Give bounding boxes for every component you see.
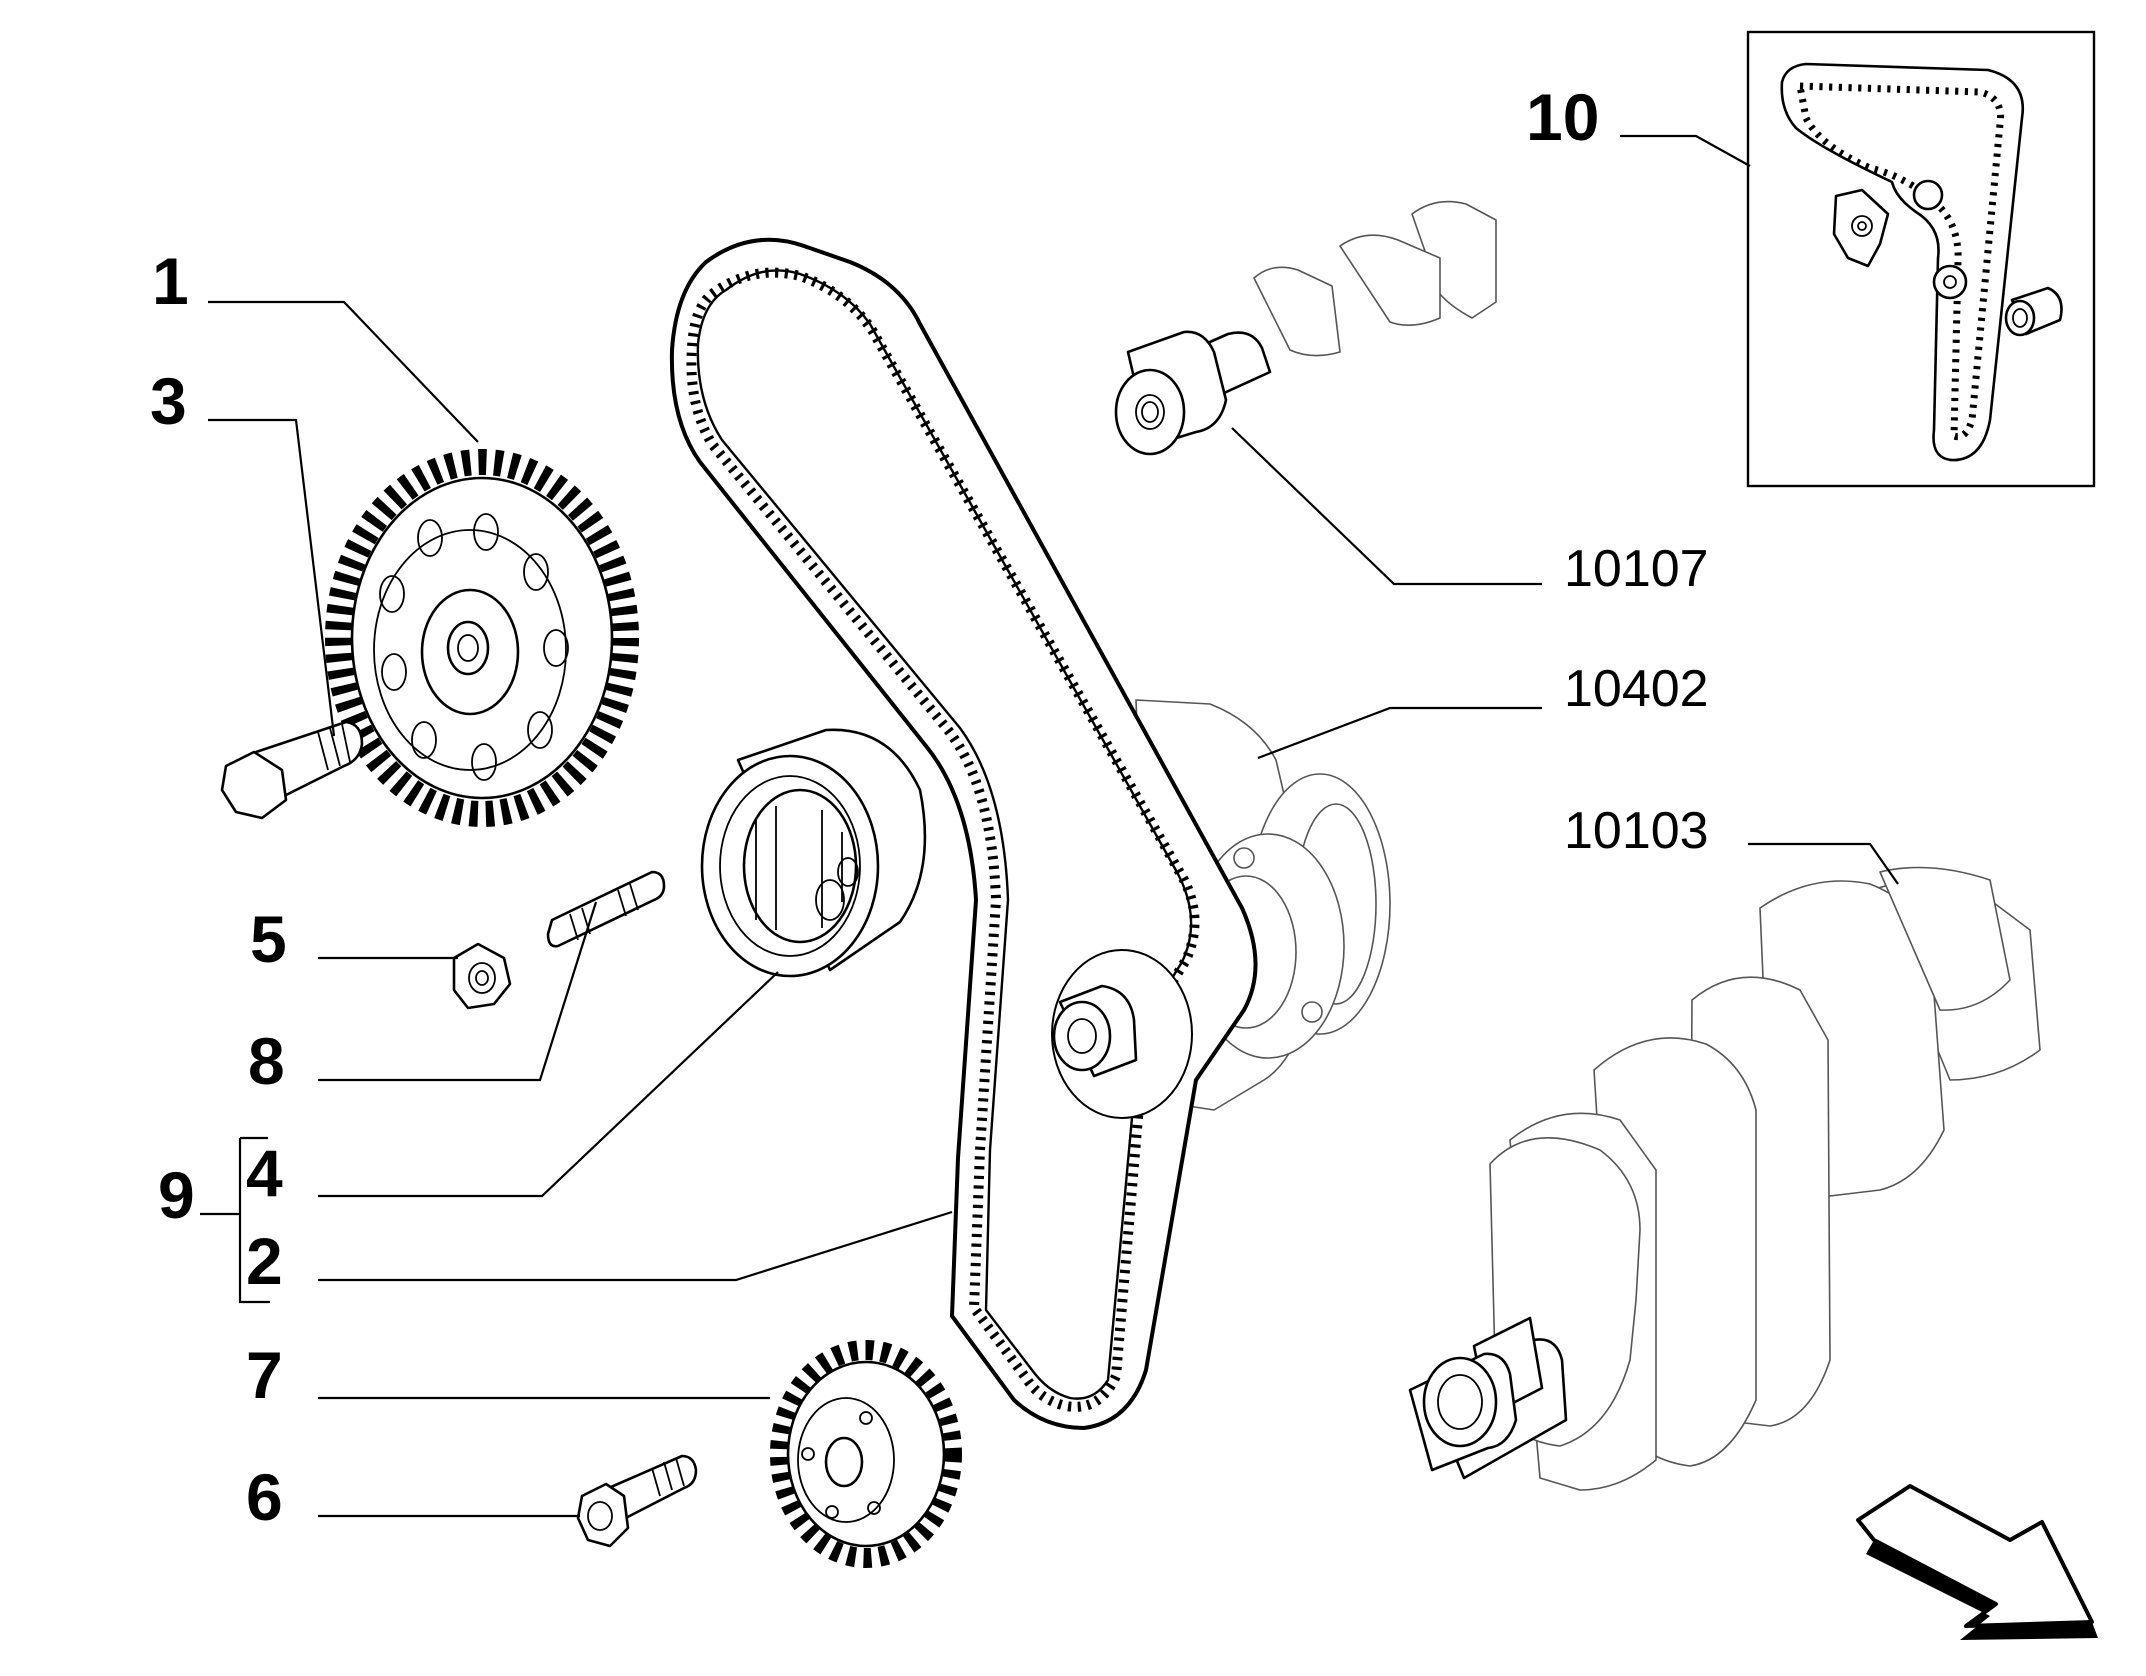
reference-10402: 10402 [1564, 660, 1709, 718]
references: 10107 10402 10103 [1564, 540, 1709, 860]
direction-arrow [1856, 1484, 2098, 1640]
inset-panel [1746, 30, 2096, 488]
callout-7: 7 [246, 1338, 283, 1412]
camshaft-gear-bolt [220, 720, 364, 820]
crankshaft [1408, 866, 2041, 1491]
callout-9: 9 [158, 1158, 195, 1232]
callout-2: 2 [246, 1224, 283, 1298]
callout-3: 3 [150, 364, 187, 438]
camshaft [1114, 200, 1497, 456]
timing-belt [669, 237, 1258, 1430]
callout-5: 5 [250, 902, 287, 976]
stud [546, 870, 666, 948]
callouts: 1 3 5 8 9 4 2 7 6 10 [150, 80, 1599, 1534]
crankshaft-sprocket [770, 1340, 962, 1568]
tensioner-pulley [700, 728, 927, 978]
camshaft-gear [325, 449, 639, 827]
callout-1: 1 [152, 244, 189, 318]
callout-4: 4 [246, 1136, 283, 1210]
callout-6: 6 [246, 1460, 283, 1534]
reference-10103: 10103 [1564, 802, 1709, 860]
callout-8: 8 [248, 1024, 285, 1098]
leader-lines [200, 134, 1899, 1518]
reference-10107: 10107 [1564, 540, 1709, 598]
crankshaft-sprocket-bolt [576, 1454, 698, 1548]
callout-10: 10 [1526, 80, 1599, 154]
nut [452, 942, 512, 1010]
